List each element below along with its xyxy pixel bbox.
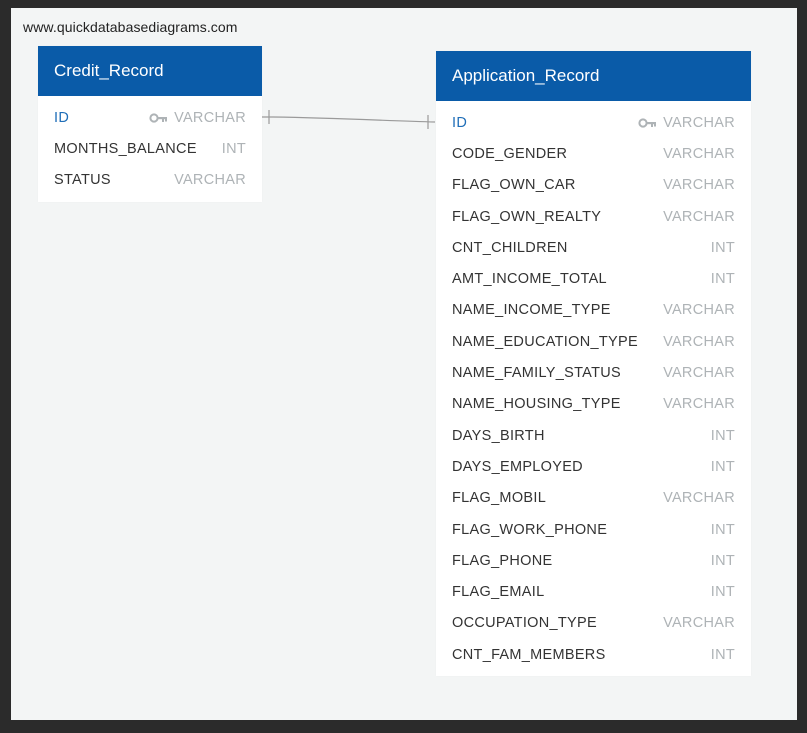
column-type: VARCHAR [663, 209, 735, 225]
column-type-label: INT [710, 458, 735, 475]
column-name: ID [54, 109, 70, 126]
column-type-label: VARCHAR [663, 302, 735, 319]
column-type-label: VARCHAR [663, 177, 735, 194]
table-row[interactable]: FLAG_WORK_PHONE INT [436, 514, 751, 545]
table-row[interactable]: ID VARCHAR [38, 102, 262, 133]
column-type-label: INT [710, 239, 735, 256]
column-type-label: VARCHAR [663, 333, 735, 350]
table-row[interactable]: CODE_GENDER VARCHAR [436, 138, 751, 169]
table-row[interactable]: FLAG_EMAIL INT [436, 576, 751, 607]
table-row[interactable]: OCCUPATION_TYPE VARCHAR [436, 608, 751, 639]
column-type-label: INT [710, 646, 735, 663]
column-type-label: INT [710, 584, 735, 601]
table-row[interactable]: NAME_HOUSING_TYPE VARCHAR [436, 389, 751, 420]
column-type-label: INT [710, 552, 735, 569]
table-row[interactable]: CNT_FAM_MEMBERS INT [436, 639, 751, 670]
column-type-label: VARCHAR [663, 396, 735, 413]
table-row[interactable]: DAYS_BIRTH INT [436, 420, 751, 451]
column-type-label: VARCHAR [663, 145, 735, 162]
column-type: INT [711, 428, 735, 444]
column-type: INT [711, 271, 735, 287]
column-type: INT [711, 522, 735, 538]
column-name: FLAG_PHONE [452, 552, 553, 569]
column-name: FLAG_EMAIL [452, 584, 545, 601]
column-type: INT [711, 553, 735, 569]
table-row[interactable]: FLAG_OWN_REALTY VARCHAR [436, 201, 751, 232]
column-type: INT [711, 584, 735, 600]
column-name: NAME_EDUCATION_TYPE [452, 333, 638, 350]
table-row[interactable]: NAME_FAMILY_STATUS VARCHAR [436, 357, 751, 388]
column-type: VARCHAR [663, 177, 735, 193]
column-name: FLAG_MOBIL [452, 490, 547, 507]
column-type-label: VARCHAR [663, 490, 735, 507]
column-type: VARCHAR [663, 334, 735, 350]
column-type-label: INT [710, 521, 735, 538]
column-type: VARCHAR [663, 302, 735, 318]
table-row[interactable]: AMT_INCOME_TOTAL INT [436, 263, 751, 294]
column-type-label: INT [710, 271, 735, 288]
primary-key-icon [149, 113, 168, 123]
table-application-record[interactable]: Application_Record ID VARCHAR CODE_GENDER V… [436, 51, 751, 676]
table-row[interactable]: CNT_CHILDREN INT [436, 232, 751, 263]
diagram-canvas[interactable]: www.quickdatabasediagrams.com Credit_Rec… [11, 8, 797, 720]
column-type: VARCHAR [174, 172, 246, 188]
column-type-label: VARCHAR [663, 114, 735, 131]
table-row[interactable]: FLAG_MOBIL VARCHAR [436, 483, 751, 514]
column-name: OCCUPATION_TYPE [452, 615, 597, 632]
column-name: FLAG_OWN_REALTY [452, 208, 602, 225]
column-name: FLAG_WORK_PHONE [452, 521, 608, 538]
column-type-label: VARCHAR [174, 172, 246, 189]
column-type: VARCHAR [663, 365, 735, 381]
column-name: MONTHS_BALANCE [54, 140, 197, 157]
column-type: INT [711, 647, 735, 663]
column-name: CNT_CHILDREN [452, 239, 568, 256]
column-type: VARCHAR [663, 396, 735, 412]
column-name: CODE_GENDER [452, 145, 568, 162]
column-type: INT [711, 459, 735, 475]
column-list: ID VARCHAR CODE_GENDER VARCHAR FLAG_OWN_CAR V… [436, 101, 751, 676]
column-type: INT [711, 240, 735, 256]
column-list: ID VARCHAR MONTHS_BALANCE INT STATUS VARCHAR [38, 96, 262, 202]
watermark: www.quickdatabasediagrams.com [23, 19, 238, 35]
table-row[interactable]: MONTHS_BALANCE INT [38, 133, 262, 164]
column-name: ID [452, 114, 468, 131]
column-type-label: VARCHAR [663, 365, 735, 382]
column-type-label: INT [710, 427, 735, 444]
column-name: NAME_HOUSING_TYPE [452, 396, 621, 413]
column-name: NAME_INCOME_TYPE [452, 302, 611, 319]
table-row[interactable]: NAME_INCOME_TYPE VARCHAR [436, 295, 751, 326]
table-row[interactable]: FLAG_OWN_CAR VARCHAR [436, 170, 751, 201]
column-type: INT [222, 141, 246, 157]
column-type-label: VARCHAR [174, 109, 246, 126]
table-header[interactable]: Application_Record [436, 51, 751, 101]
column-name: FLAG_OWN_CAR [452, 177, 576, 194]
column-type: VARCHAR [663, 146, 735, 162]
column-type-label: VARCHAR [663, 208, 735, 225]
column-name: NAME_FAMILY_STATUS [452, 365, 621, 382]
table-row[interactable]: NAME_EDUCATION_TYPE VARCHAR [436, 326, 751, 357]
column-type: VARCHAR [663, 490, 735, 506]
table-header[interactable]: Credit_Record [38, 46, 262, 96]
column-name: DAYS_EMPLOYED [452, 458, 583, 475]
column-type-label: INT [221, 140, 246, 157]
primary-key-icon [638, 118, 657, 128]
column-name: AMT_INCOME_TOTAL [452, 271, 607, 288]
table-credit-record[interactable]: Credit_Record ID VARCHAR MONTHS_BALANCE INT… [38, 46, 262, 202]
column-type: VARCHAR [663, 615, 735, 631]
column-type: VARCHAR [638, 115, 735, 131]
column-name: STATUS [54, 172, 111, 189]
table-row[interactable]: FLAG_PHONE INT [436, 545, 751, 576]
table-row[interactable]: STATUS VARCHAR [38, 165, 262, 196]
table-row[interactable]: DAYS_EMPLOYED INT [436, 451, 751, 482]
column-type-label: VARCHAR [663, 615, 735, 632]
table-row[interactable]: ID VARCHAR [436, 107, 751, 138]
column-type: VARCHAR [149, 110, 246, 126]
column-name: DAYS_BIRTH [452, 427, 545, 444]
column-name: CNT_FAM_MEMBERS [452, 646, 606, 663]
